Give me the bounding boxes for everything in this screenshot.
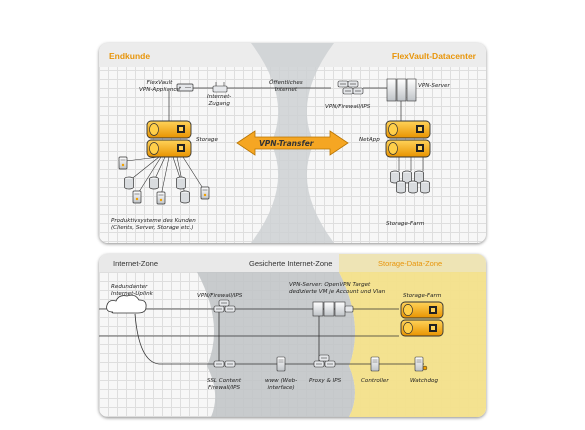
proxy-label: Proxy & IPS [309, 378, 342, 384]
web-server-icon [276, 356, 286, 372]
endkunde-header: Endkunde [109, 51, 151, 61]
firewall-label: VPN/Firewall/IPS [197, 293, 243, 299]
storage-farm-label: Storage-Farm [386, 221, 425, 227]
netapp-storage-icon [385, 120, 431, 158]
internet-cloud-icon [106, 294, 147, 314]
controller-icon [370, 356, 380, 372]
storage-array-icon [146, 120, 192, 158]
public-internet-label: Öffentliches Internet [269, 80, 303, 93]
datacenter-header: FlexVault-Datacenter [391, 51, 476, 61]
storage-farm-icon [390, 170, 430, 194]
endkunde-datacenter-panel: Endkunde FlexVault-Datacenter VPN-Transf… [99, 43, 486, 243]
zone-network-diagram [99, 254, 486, 417]
customer-systems-label: Produktivsysteme des Kunden (Clients, Se… [111, 218, 196, 231]
storage-label: Storage [196, 137, 218, 143]
firewall-label: VPN/Firewall/IPS [325, 104, 371, 110]
internet-zone-header: Internet-Zone [113, 259, 159, 268]
appliance-label: FlexVault VPN-Appliance [139, 80, 180, 93]
uplink-label: Redundanter Internet-Uplink [111, 284, 153, 297]
storage-zone-header: Storage-Data-Zone [378, 259, 443, 268]
controller-label: Controller [361, 378, 389, 384]
vpn-transfer-arrow [236, 130, 349, 156]
vpn-server-label: VPN-Server: OpenVPN Target dedizierte VM… [289, 282, 386, 295]
router-icon [212, 82, 228, 93]
storage-farm-connections [398, 157, 424, 171]
storage-zone-area [339, 272, 486, 417]
secure-zone-header: Gesicherte Internet-Zone [249, 259, 333, 268]
netapp-label: NetApp [359, 137, 380, 143]
storage-farm-label: Storage-Farm [403, 293, 442, 299]
vpn-server-icon [386, 78, 417, 102]
vpn-transfer-label: VPN-Transfer [259, 139, 314, 148]
network-zones-panel: Internet-Zone Gesicherte Internet-Zone S… [99, 254, 486, 417]
ssl-firewall-label: SSL Content Firewall/IPS [207, 378, 242, 391]
vpn-topology-diagram [99, 43, 486, 243]
vpn-server-cluster-icon [312, 301, 354, 317]
web-server-label: www (Web- interface) [265, 378, 298, 391]
watchdog-label: Watchdog [410, 378, 438, 384]
watchdog-icon [414, 356, 428, 372]
vpn-server-label: VPN-Server [418, 83, 450, 89]
internet-access-label: Internet- Zugang [207, 94, 232, 107]
client-connections [125, 156, 205, 197]
firewall-cluster-icon [337, 80, 364, 95]
